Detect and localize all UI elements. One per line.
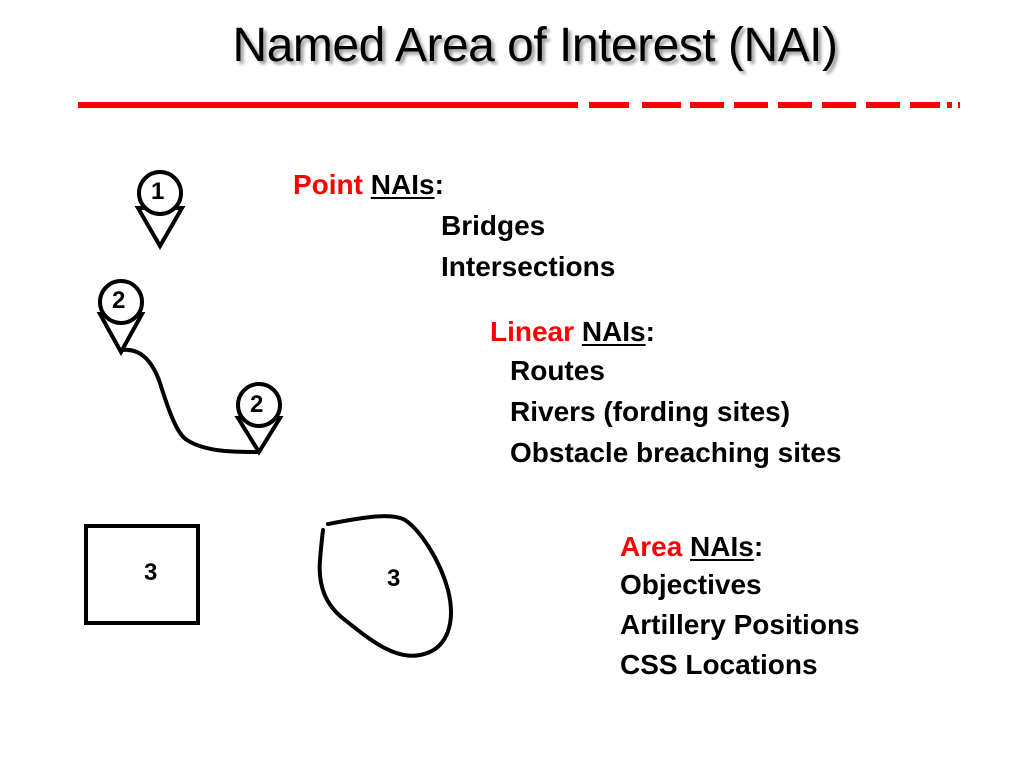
point-nai-marker xyxy=(134,170,186,250)
area-nai-item: Artillery Positions xyxy=(620,609,860,640)
point-marker-circle xyxy=(137,170,183,216)
linear-nai-item: Routes xyxy=(510,355,605,386)
point-marker-label: 1 xyxy=(151,178,165,205)
point-colon: : xyxy=(434,169,444,200)
area-nai-blob xyxy=(317,514,453,658)
linear-nai-item: Obstacle breaching sites xyxy=(510,437,842,468)
point-nai-item: Intersections xyxy=(441,251,616,282)
area-nai-item: CSS Locations xyxy=(620,649,818,680)
route-line xyxy=(120,347,260,454)
linear-start-label: 2 xyxy=(112,287,126,314)
linear-end-circle xyxy=(236,382,282,428)
linear-nai-end-marker xyxy=(234,382,284,456)
area-box-label: 3 xyxy=(144,559,158,586)
area-keyword: Area xyxy=(620,531,683,562)
linear-nai-start-marker xyxy=(96,279,146,357)
area-nais-label: NAIs xyxy=(690,531,754,562)
linear-start-circle xyxy=(98,279,144,325)
linear-nais-label: NAIs xyxy=(581,316,646,347)
point-keyword: Point xyxy=(293,169,363,200)
linear-nai-route xyxy=(120,347,260,454)
area-nai-heading: Area NAIs: xyxy=(620,526,763,567)
area-nai-box xyxy=(84,524,200,625)
point-nais-label: NAIs xyxy=(370,169,435,200)
area-colon: : xyxy=(753,531,764,562)
area-nai-item: Objectives xyxy=(620,569,762,600)
linear-nai-heading: Linear NAIs: xyxy=(490,311,655,352)
linear-nai-item: Rivers (fording sites) xyxy=(510,396,791,427)
linear-keyword: Linear xyxy=(490,316,575,347)
point-nai-item: Bridges xyxy=(441,210,546,241)
point-nai-heading: Point NAIs: xyxy=(293,164,444,205)
linear-end-label: 2 xyxy=(250,391,264,418)
slide-title: Named Area of Interest (NAI) xyxy=(232,19,838,72)
linear-colon: : xyxy=(645,316,655,347)
area-blob-label: 3 xyxy=(387,565,401,592)
